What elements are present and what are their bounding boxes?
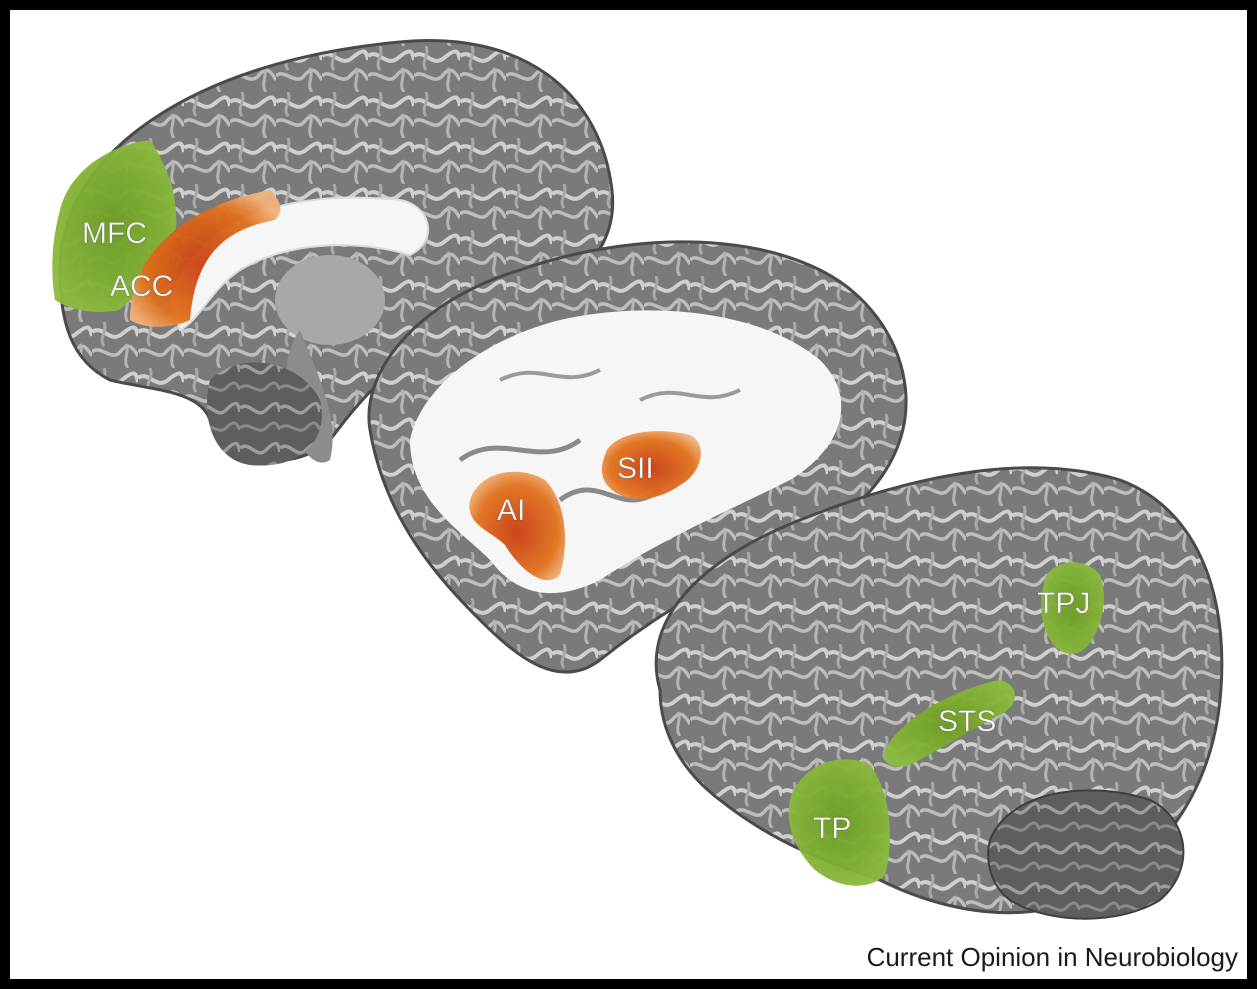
thalamus — [275, 255, 385, 345]
label-tp: TP — [813, 812, 851, 845]
label-sii: SII — [617, 452, 654, 485]
cerebellum-lateral — [988, 790, 1183, 918]
label-sts: STS — [938, 705, 996, 738]
journal-credit: Current Opinion in Neurobiology — [867, 942, 1238, 972]
label-mfc: MFC — [82, 217, 147, 250]
label-ai: AI — [497, 494, 525, 527]
label-tpj: TPJ — [1037, 587, 1090, 620]
label-acc: ACC — [110, 270, 173, 303]
